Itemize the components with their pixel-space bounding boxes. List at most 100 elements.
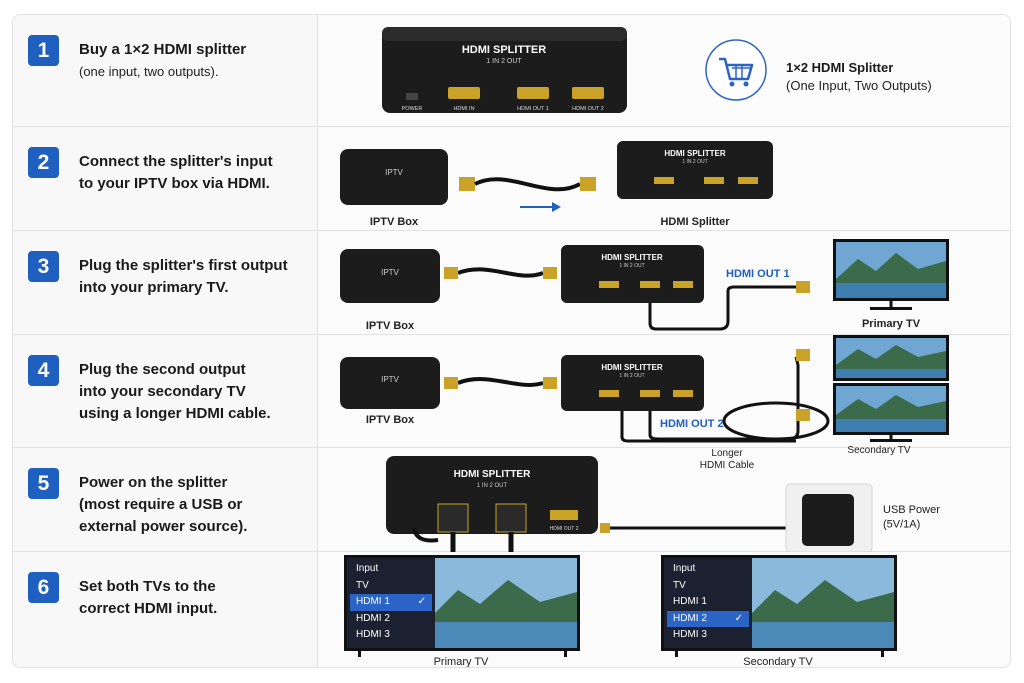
step-sub-1: (one input, two outputs). — [79, 64, 219, 79]
step-number-4: 4 — [28, 355, 59, 386]
iptv-box-label: IPTV Box — [370, 216, 419, 228]
port-label-out1: HDMI OUT 1 — [517, 106, 549, 112]
callout-title: 1×2 HDMI Splitter — [786, 60, 893, 75]
iptv-box-3 — [340, 249, 440, 303]
hdmi-plug-icon — [459, 177, 475, 191]
secondary-tv-label-6: Secondary TV — [743, 656, 813, 668]
power-port-icon — [406, 93, 418, 100]
column-divider — [317, 15, 318, 667]
primary-tv-label: Primary TV — [862, 318, 921, 330]
step-illustration-4: IPTV IPTV Box HDMI SPLITTER 1 IN 2 OUT H… — [318, 335, 1010, 447]
step-text-1: Buy a 1×2 HDMI splitter (one input, two … — [79, 39, 307, 83]
menu-item-tv[interactable]: TV — [356, 579, 369, 591]
iptv-box-label-4: IPTV Box — [366, 414, 415, 426]
step-text-4: Plug the second output into your seconda… — [79, 359, 307, 425]
menu-item-hdmi2[interactable]: HDMI 2 — [356, 612, 390, 624]
splitter-title-3: HDMI SPLITTER — [601, 253, 663, 262]
secondary-input-menu: Input TV HDMI 1 HDMI 2✓ HDMI 3 — [664, 558, 752, 648]
splitter-subtitle-3: 1 IN 2 OUT — [619, 263, 644, 269]
splitter-label: HDMI Splitter — [660, 216, 730, 228]
splitter-illustration: HDMI SPLITTER 1 IN 2 OUT POWER HDMI IN H… — [382, 27, 932, 113]
menu-item-hdmi3[interactable]: HDMI 3 — [356, 629, 390, 640]
cart-icon — [705, 39, 767, 101]
iptv-box — [340, 149, 448, 205]
splitter-title: HDMI SPLITTER — [462, 44, 546, 56]
splitter-subtitle: 1 IN 2 OUT — [486, 58, 522, 65]
step-number-2: 2 — [28, 147, 59, 178]
step-illustration-1: HDMI SPLITTER 1 IN 2 OUT POWER HDMI IN H… — [318, 15, 1010, 126]
menu-item-hdmi2-selected[interactable]: HDMI 2✓ — [667, 610, 749, 627]
splitter-title-4: HDMI SPLITTER — [601, 363, 663, 372]
iptv-box-top-label: IPTV — [385, 168, 403, 177]
step-illustration-6: Input TV HDMI 1 ✓ HDMI 2 HDMI 3 Input TV … — [318, 552, 1010, 668]
step-number-6: 6 — [28, 572, 59, 603]
out2-label: HDMI OUT 2 — [660, 418, 724, 430]
menu-item-hdmi3-2[interactable]: HDMI 3 — [673, 629, 707, 640]
power-illustration: HDMI SPLITTER 1 IN 2 OUT HDMI OUT 2 USB … — [386, 456, 940, 553]
step-row-2: 2 Connect the splitter's input to your I… — [13, 127, 1010, 231]
step-title-2: Connect the splitter's input to your IPT… — [79, 153, 273, 192]
step-row-1: 1 Buy a 1×2 HDMI splitter (one input, tw… — [13, 15, 1010, 127]
menu-item-tv-2[interactable]: TV — [673, 579, 686, 591]
step-title-1: Buy a 1×2 HDMI splitter — [79, 41, 247, 58]
step-title-3: Plug the splitter's first output into yo… — [79, 257, 288, 296]
power-adapter-icon — [785, 483, 873, 553]
splitter-subtitle-4: 1 IN 2 OUT — [619, 373, 644, 379]
step-title-6: Set both TVs to the correct HDMI input. — [79, 578, 218, 617]
menu-item-hdmi1-selected[interactable]: HDMI 1 ✓ — [350, 594, 432, 611]
hdmi-out2-port-icon — [572, 87, 604, 99]
step-text-3: Plug the splitter's first output into yo… — [79, 255, 307, 299]
secondary-tv — [833, 383, 949, 442]
hdmi-plug-icon-2 — [580, 177, 596, 191]
cable-label: Longer HDMI Cable — [699, 448, 755, 471]
primary-tv — [833, 239, 949, 310]
guide-frame: 1 Buy a 1×2 HDMI splitter (one input, tw… — [12, 14, 1011, 668]
step-illustration-3: IPTV IPTV Box HDMI SPLITTER 1 IN 2 OUT H… — [318, 231, 1010, 334]
usb-power-label: USB Power(5V/1A) — [883, 504, 940, 530]
step-row-3: 3 Plug the splitter's first output into … — [13, 231, 1010, 335]
callout-sub: (One Input, Two Outputs) — [786, 78, 932, 93]
connection-illustration-4: IPTV IPTV Box HDMI SPLITTER 1 IN 2 OUT H… — [340, 335, 949, 443]
step-number-5: 5 — [28, 468, 59, 499]
iptv-box-label-3: IPTV Box — [366, 320, 415, 332]
splitter-device-2 — [617, 141, 773, 199]
connection-illustration-2: IPTV IPTV Box HDMI SPLITTER 1 IN 2 OUT H… — [340, 141, 773, 228]
secondary-tv-label: Secondary TV — [847, 445, 911, 456]
splitter-title-5: HDMI SPLITTER — [454, 469, 531, 480]
step-number-3: 3 — [28, 251, 59, 282]
port-label-power: POWER — [402, 106, 423, 112]
port-label-out2-5: HDMI OUT 2 — [550, 526, 579, 532]
splitter-device — [382, 27, 627, 113]
hdmi-cable — [474, 177, 581, 192]
menu-header: Input — [356, 563, 379, 574]
hdmi-in-port-icon — [448, 87, 480, 99]
splitter-subtitle-2: 1 IN 2 OUT — [682, 159, 707, 165]
step-text-6: Set both TVs to the correct HDMI input. — [79, 576, 307, 620]
iptv-box-4 — [340, 357, 440, 409]
step-text-5: Power on the splitter (most require a US… — [79, 472, 307, 538]
step-row-5: 5 Power on the splitter (most require a … — [13, 448, 1010, 553]
port-label-out2: HDMI OUT 2 — [572, 106, 604, 112]
splitter-device-4 — [561, 355, 704, 411]
secondary-tv-top — [833, 335, 949, 381]
step-illustration-5: HDMI SPLITTER 1 IN 2 OUT HDMI OUT 2 USB … — [318, 448, 1010, 553]
connection-illustration-3: IPTV IPTV Box HDMI SPLITTER 1 IN 2 OUT H… — [340, 239, 949, 332]
splitter-title-2: HDMI SPLITTER — [664, 149, 726, 158]
primary-tv-label-6: Primary TV — [433, 656, 489, 668]
step-row-4: 4 Plug the second output into your secon… — [13, 335, 1010, 448]
menu-item-label: HDMI 1 — [356, 596, 390, 607]
check-icon-2: ✓ — [734, 612, 743, 624]
step-number-1: 1 — [28, 35, 59, 66]
splitter-device-5 — [386, 456, 598, 534]
iptv-box-top-label-4: IPTV — [381, 375, 399, 384]
menu-header-2: Input — [673, 563, 696, 574]
hdmi-out1-port-icon — [517, 87, 549, 99]
menu-item-hdmi1-2[interactable]: HDMI 1 — [673, 596, 707, 607]
step-illustration-2: IPTV IPTV Box HDMI SPLITTER 1 IN 2 OUT H… — [318, 127, 1010, 230]
step-title-4: Plug the second output into your seconda… — [79, 361, 271, 422]
check-icon: ✓ — [417, 596, 426, 607]
splitter-device-3 — [561, 245, 704, 303]
step-text-2: Connect the splitter's input to your IPT… — [79, 151, 307, 195]
port-label-in: HDMI IN — [453, 106, 474, 112]
primary-input-menu: Input TV HDMI 1 ✓ HDMI 2 HDMI 3 — [347, 558, 435, 648]
